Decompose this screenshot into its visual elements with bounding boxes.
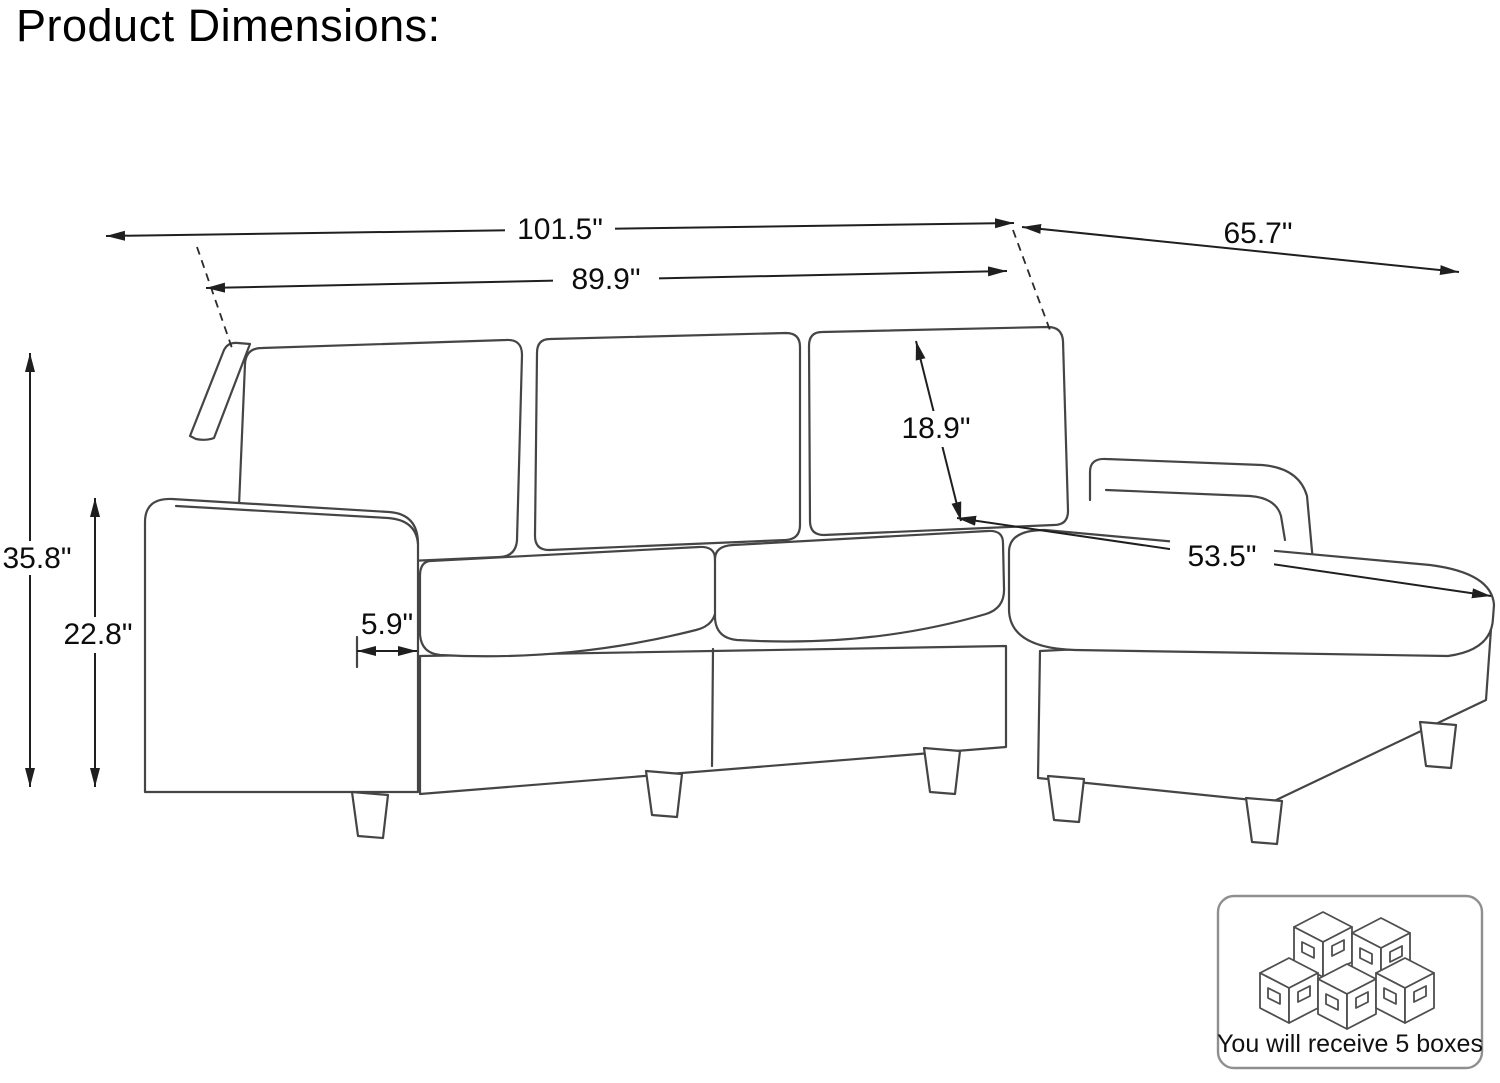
label-mask (1170, 539, 1274, 575)
shipping-box-panel: You will receive 5 boxes (1216, 894, 1484, 1070)
sofa-base-seam (710, 647, 715, 768)
box-icon (1375, 957, 1435, 1024)
dim-overall-height-label: 35.8" (2, 542, 71, 575)
sofa-leg (922, 746, 962, 796)
projection-line-right (1012, 229, 1052, 334)
left-arm-roll-edge (174, 504, 420, 546)
dim-arm-height-label: 22.8" (63, 618, 132, 651)
seat-cushion-2 (713, 529, 1006, 643)
box-icon (1259, 957, 1319, 1024)
label-mask (553, 262, 659, 296)
left-arm (143, 497, 420, 794)
right-arm-inner-edge (1104, 488, 1287, 542)
box-icon (1317, 963, 1377, 1030)
dim-depth-label: 65.7" (1223, 217, 1292, 250)
page-title: Product Dimensions: (16, 0, 441, 51)
dim-chaise-depth-label: 53.5" (1187, 540, 1256, 573)
dim-depth-arrow (1021, 223, 1460, 276)
back-cushion-2 (533, 331, 802, 552)
dim-back-cushion-label: 18.9" (901, 412, 970, 445)
right-arm (1088, 457, 1315, 564)
sofa-leg (1046, 774, 1086, 824)
label-mask (0, 541, 76, 575)
dim-arm-thickness-label: 5.9" (361, 608, 413, 641)
dim-overall-width-label: 101.5" (517, 213, 603, 246)
shipping-note: You will receive 5 boxes (1217, 1030, 1483, 1058)
sofa-leg (1418, 720, 1458, 770)
projection-line-left (196, 246, 234, 352)
dimension-annotations: 101.5" 65.7" 89.9" 18.9" 35.8" 22.8" 5.9… (0, 212, 1492, 787)
label-mask (505, 212, 615, 246)
dim-back-width-label: 89.9" (571, 263, 640, 296)
seat-cushion-1 (418, 545, 718, 658)
sofa-leg (644, 769, 684, 819)
sofa-back-frame (188, 341, 252, 441)
label-mask (58, 617, 138, 653)
sofa-leg (1244, 796, 1284, 846)
sofa-illustration (143, 325, 1496, 846)
label-mask (889, 411, 983, 447)
sofa-leg (350, 790, 390, 840)
